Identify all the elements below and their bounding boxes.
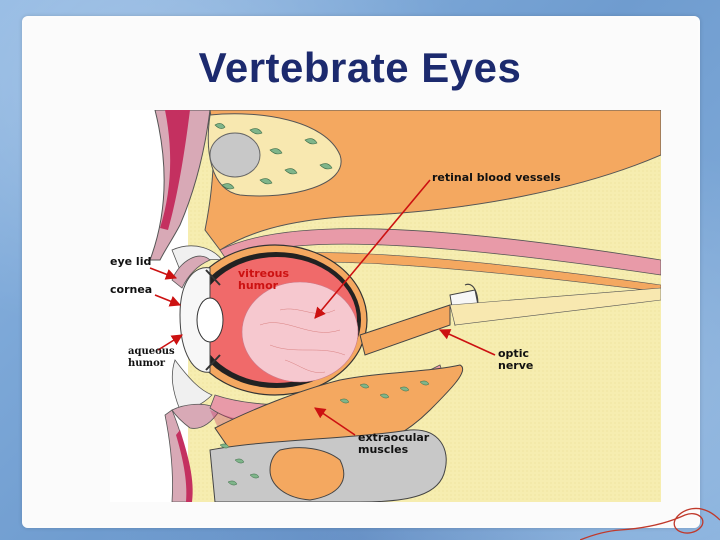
optic-nerve-sheath [449,287,661,326]
sinus-bone [269,447,345,501]
label-extraocular-muscles: extraocular muscles [358,431,430,456]
annotation-arrows [149,179,496,436]
label-retinal-blood-vessels: retinal blood vessels [432,171,561,184]
lower-skin-dark [176,430,193,502]
arrow-extraocular-muscles [314,407,356,436]
label-cornea: cornea [110,283,153,296]
upper-skin-dark [160,110,190,230]
retinal-vessels [259,308,346,373]
label-vitreous-humor: vitreous humor [238,267,290,292]
optic-nerve [359,304,451,356]
sinus-cavity [209,132,261,178]
arrow-cornea [154,294,182,307]
eye-cross-section-illustration [110,110,661,502]
label-eye-lid: eye lid [110,255,152,268]
label-optic-nerve: optic nerve [498,347,534,372]
decorative-string [580,507,720,540]
arrow-eye-lid [149,267,178,280]
arrow-retinal-blood-vessels [314,179,431,319]
arrow-aqueous-humor [157,334,183,351]
iris [205,269,221,371]
lower-eyelid-skin [171,403,221,429]
lens [196,297,224,343]
eye-diagram: retinal blood vessels eye lid cornea vit… [110,110,661,502]
floor-vessels [339,380,430,404]
vitreous-inner [241,281,359,383]
slide-title: Vertebrate Eyes [198,44,522,91]
label-aqueous-humor: aqueous humor [128,346,175,369]
eyelid-skin [171,255,211,289]
arrow-optic-nerve [438,329,496,356]
sinus-vessels-lower [219,443,260,486]
sinus-vessels [214,123,333,190]
